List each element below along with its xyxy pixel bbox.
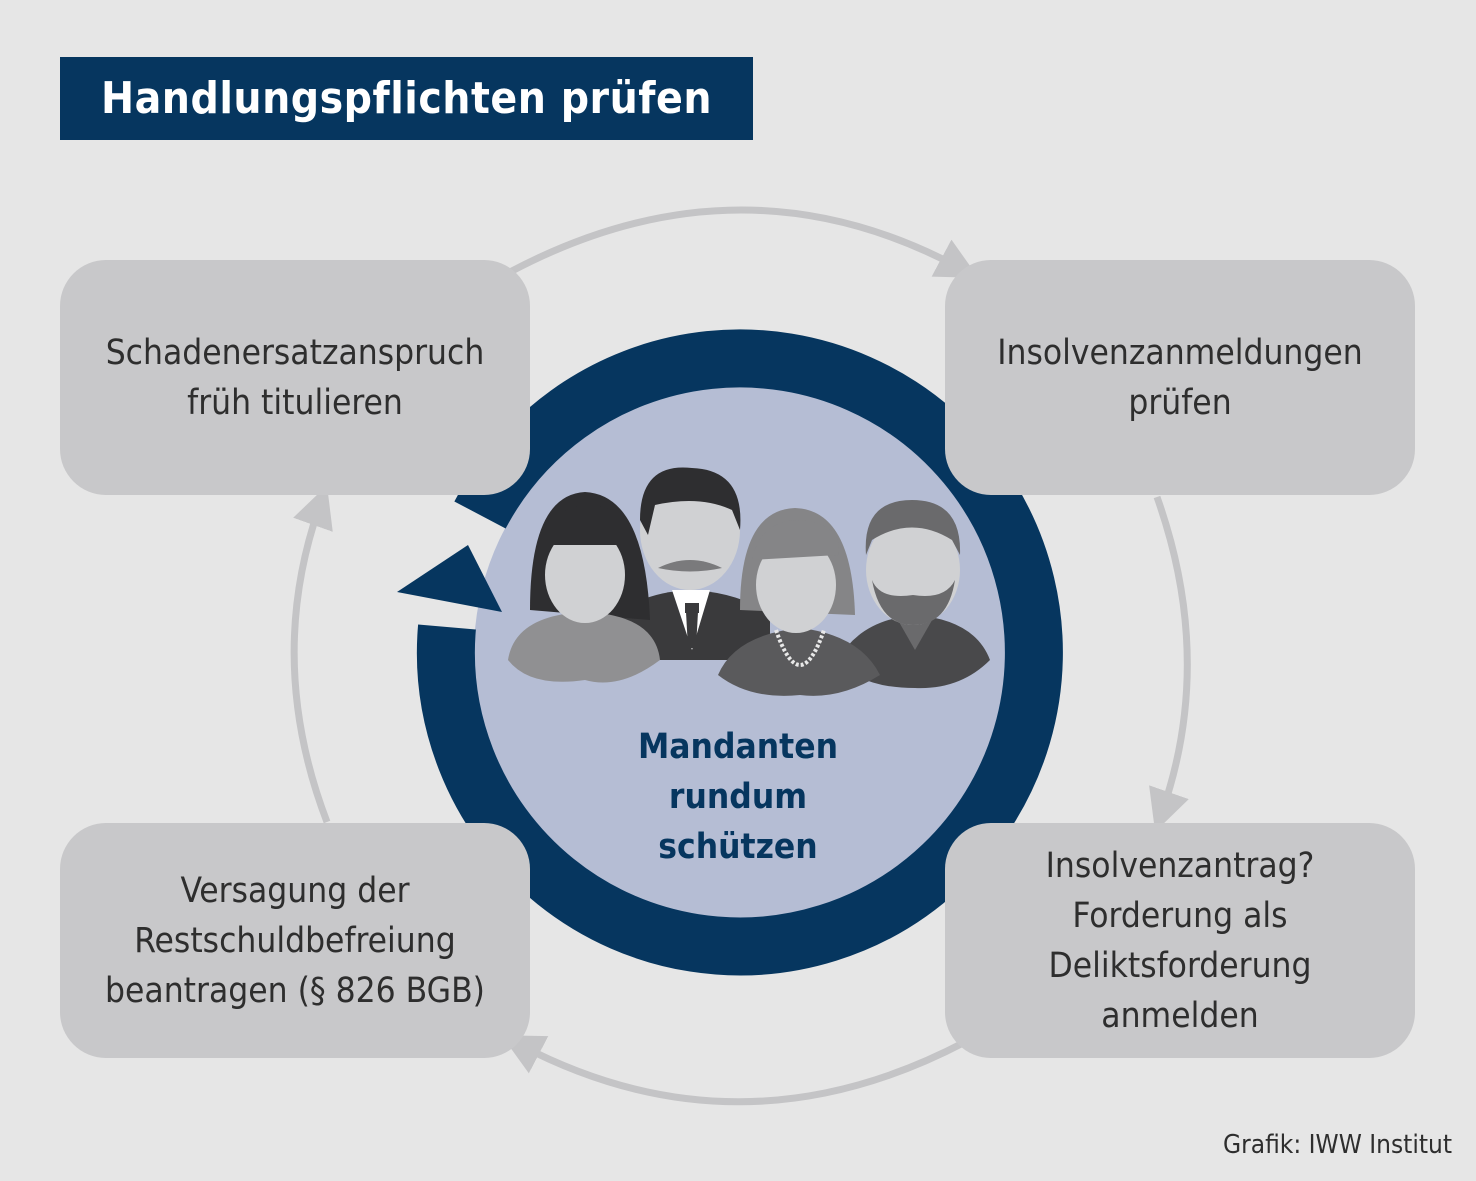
arrow-bottom — [501, 1035, 967, 1106]
center-label: Mandanten rundum schützen — [637, 727, 839, 867]
step-box-insolvenzanmeldungen: Insolvenzanmeldungen prüfen — [945, 260, 1415, 495]
arrow-left — [290, 485, 333, 824]
cycle-ring — [416, 329, 1063, 976]
step-box-restschuldbefreiung: Versagung der Restschuldbefreiung beantr… — [60, 823, 530, 1058]
credit-line: Grafik: IWW Institut — [1223, 1130, 1452, 1160]
step-box-insolvenzantrag: Insolvenzantrag? Forderung als Deliktsfo… — [945, 823, 1415, 1058]
arrow-right — [1149, 495, 1191, 832]
page-title: Handlungspflichten prüfen — [60, 57, 753, 140]
people-icon — [508, 467, 990, 696]
step-box-titulieren: Schadenersatzanspruch früh titulieren — [60, 260, 530, 495]
arrow-top — [508, 206, 979, 278]
cycle-arrowhead — [397, 545, 502, 612]
